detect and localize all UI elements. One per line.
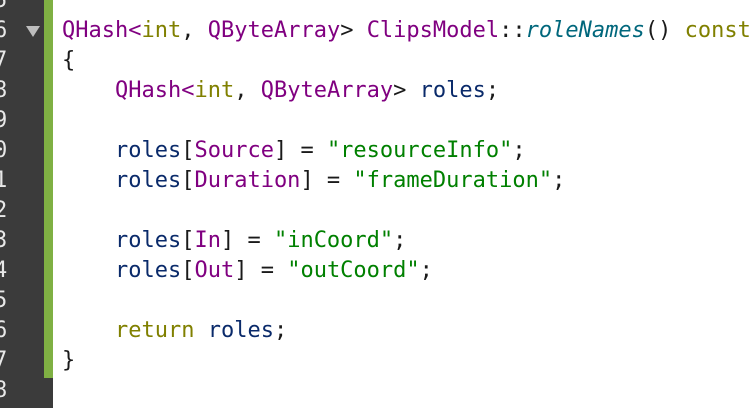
code-line: } — [62, 346, 75, 376]
code-token: { — [62, 48, 76, 73]
code-token: int — [141, 18, 182, 43]
code-token: ClipsModel — [366, 18, 500, 43]
line-number: 9 — [0, 108, 8, 133]
code-token: ] = — [234, 258, 288, 283]
code-token: [ — [181, 138, 195, 163]
code-token: roles — [114, 258, 182, 283]
line-number: 3 — [0, 228, 8, 253]
code-token: () — [644, 18, 685, 43]
code-token: "inCoord" — [273, 228, 394, 253]
code-token: int — [194, 78, 235, 103]
code-token: ; — [485, 78, 500, 103]
code-token: roleNames — [525, 18, 645, 43]
code-token: > — [340, 18, 367, 43]
code-line: roles[Duration] = "frameDuration"; — [62, 166, 565, 196]
code-token: ; — [393, 228, 407, 253]
code-indent — [62, 168, 115, 193]
code-token: QByteArray — [260, 78, 394, 103]
line-number: 2 — [0, 198, 8, 223]
code-token: [ — [181, 258, 195, 283]
code-token: ; — [273, 318, 288, 343]
code-line: return roles; — [62, 316, 287, 346]
code-line: roles[In] = "inCoord"; — [62, 226, 406, 256]
code-token: Duration — [194, 168, 301, 193]
code-token: roles — [207, 318, 274, 343]
line-number-gutter[interactable]: 5 6 7 8 9 0 1 2 3 4 5 6 7 8 — [0, 0, 53, 408]
code-token: :: — [499, 18, 526, 43]
code-token: , — [234, 78, 261, 103]
code-token: roles — [114, 228, 182, 253]
code-token: const — [684, 18, 751, 43]
line-number: 7 — [0, 48, 8, 73]
code-line: roles[Source] = "resourceInfo"; — [62, 136, 526, 166]
line-number: 1 — [0, 168, 8, 193]
code-token: ] = — [300, 168, 354, 193]
code-token: Source — [194, 138, 274, 163]
code-token: "frameDuration" — [353, 168, 553, 193]
code-token: > — [393, 78, 420, 103]
code-token: ] = — [220, 228, 274, 253]
code-token: ; — [419, 258, 433, 283]
code-line: { — [62, 46, 75, 76]
code-indent — [62, 318, 115, 343]
code-token: return — [114, 318, 195, 343]
change-indicator-bar — [44, 0, 53, 378]
code-token: QByteArray — [207, 18, 341, 43]
code-indent — [62, 138, 115, 163]
code-token: "outCoord" — [287, 258, 420, 283]
code-indent — [62, 228, 115, 253]
code-line: QHash<int, QByteArray> ClipsModel::roleN… — [62, 16, 751, 46]
code-token: Out — [194, 258, 235, 283]
code-token: QHash< — [114, 78, 195, 103]
code-indent — [62, 78, 115, 103]
code-line: roles[Out] = "outCoord"; — [62, 256, 433, 286]
code-line: QHash<int, QByteArray> roles; — [62, 76, 499, 106]
code-token: ; — [552, 168, 566, 193]
code-token: [ — [181, 168, 195, 193]
line-number: 5 — [0, 288, 8, 313]
code-token: [ — [181, 228, 195, 253]
code-token: ; — [512, 138, 526, 163]
code-token: "resourceInfo" — [326, 138, 513, 163]
code-token: roles — [114, 168, 182, 193]
line-number: 6 — [0, 18, 8, 43]
code-token: In — [194, 228, 221, 253]
line-number: 6 — [0, 318, 8, 343]
code-token: ] = — [273, 138, 327, 163]
code-token: roles — [114, 138, 182, 163]
code-token: roles — [419, 78, 486, 103]
line-number: 7 — [0, 348, 8, 373]
line-number: 8 — [0, 378, 8, 403]
line-number: 8 — [0, 78, 8, 103]
code-token — [194, 318, 207, 343]
line-number: 4 — [0, 258, 8, 283]
code-token: QHash< — [62, 18, 142, 43]
code-token: } — [62, 348, 76, 373]
code-indent — [62, 258, 115, 283]
fold-arrow-down-icon[interactable] — [26, 26, 40, 37]
line-number: 0 — [0, 138, 8, 163]
code-token: , — [181, 18, 208, 43]
line-number: 5 — [0, 0, 8, 13]
